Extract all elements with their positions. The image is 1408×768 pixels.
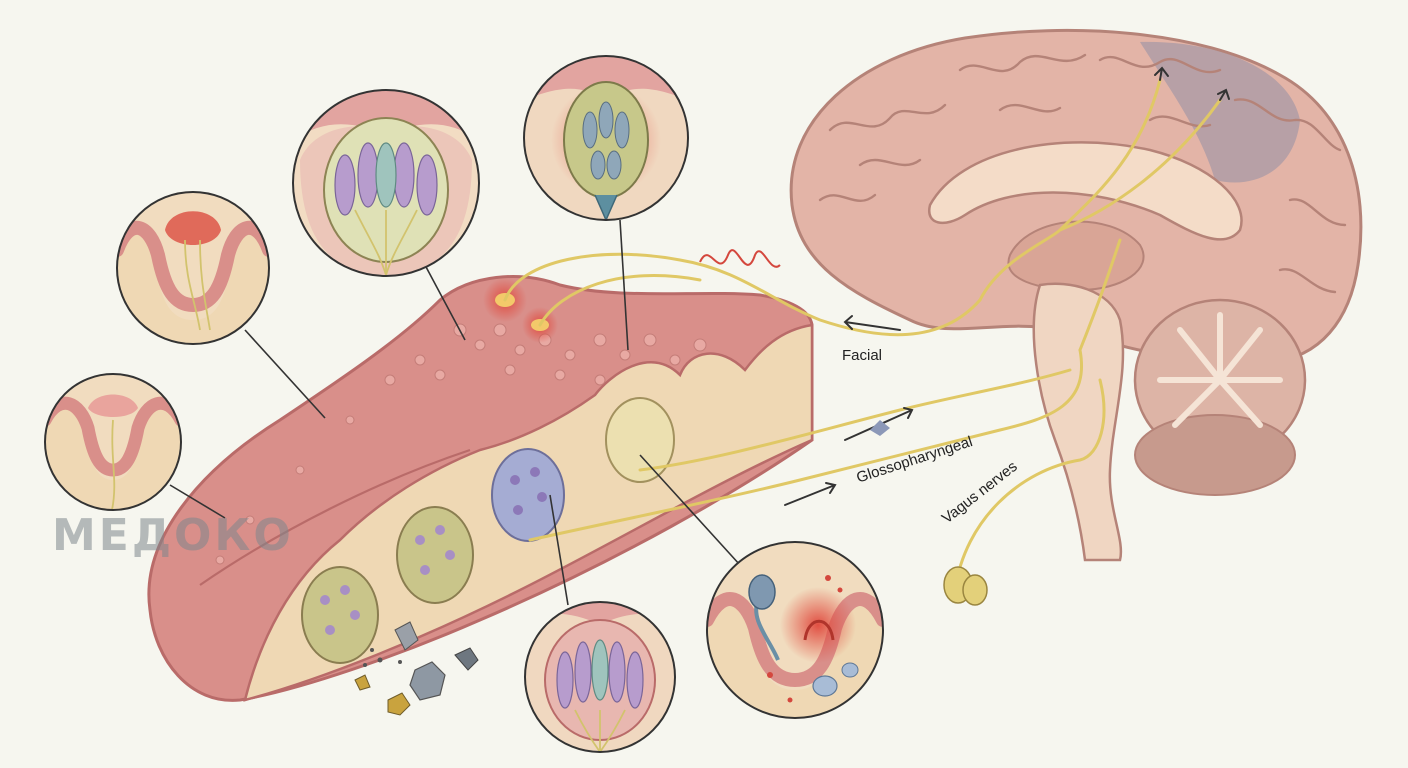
brain-radiation <box>1078 238 1122 352</box>
facial-nerve-path <box>503 252 982 337</box>
vagus-arrow <box>784 482 837 506</box>
corpus-callosum <box>927 141 1243 241</box>
frontal-lobe-shade <box>1140 41 1300 183</box>
taste-bud-section <box>605 397 675 483</box>
chemical-particles <box>354 621 479 716</box>
particle <box>354 674 371 691</box>
tongue-midline <box>199 448 471 586</box>
particle <box>394 621 419 651</box>
watermark-logo: МЕДОКО <box>52 510 294 561</box>
taste-bud-sections <box>301 397 675 664</box>
facial-nerve-branch <box>538 274 702 327</box>
particle <box>409 661 446 701</box>
brain-radiation <box>978 78 1162 302</box>
nerve-pathways <box>503 78 1222 592</box>
magnified-papilla-inflamed <box>116 191 270 345</box>
taste-bud-section <box>491 448 565 542</box>
particle <box>454 647 479 671</box>
callout-line <box>424 264 466 341</box>
particle <box>387 692 411 716</box>
brain-arrow <box>1154 66 1169 81</box>
brain <box>789 28 1363 562</box>
callout-line <box>639 454 741 566</box>
brain-radiation <box>1058 98 1222 232</box>
brain-folds <box>818 53 1347 294</box>
callout-line <box>619 219 629 351</box>
facial-arrow <box>843 315 901 331</box>
callout-lines <box>169 219 741 606</box>
tongue <box>147 275 814 702</box>
facial-nerve-label: Facial <box>842 347 883 364</box>
nerve-ganglion <box>943 566 988 606</box>
glossopharyngeal-nerve-path <box>638 368 1072 472</box>
vagus-nerve-path <box>953 378 1106 592</box>
magnified-inflamed-bud <box>523 55 689 221</box>
glossopharyngeal-nerve-branch <box>528 348 1083 542</box>
taste-bud-section <box>301 566 379 664</box>
taste-bud-section <box>396 506 474 604</box>
cerebellum <box>1133 298 1307 496</box>
signal-wave <box>699 249 781 268</box>
magnified-damaged-bud <box>706 541 884 719</box>
signal-particle <box>870 420 890 436</box>
brain-arrow <box>1217 88 1230 101</box>
magnified-taste-bud-1 <box>292 89 480 277</box>
callout-line <box>244 329 326 419</box>
callout-line <box>169 484 226 519</box>
callout-line <box>549 494 569 606</box>
magnified-taste-bud-2 <box>524 601 676 753</box>
brainstem <box>1032 282 1125 562</box>
magnified-papilla-normal <box>44 373 182 511</box>
